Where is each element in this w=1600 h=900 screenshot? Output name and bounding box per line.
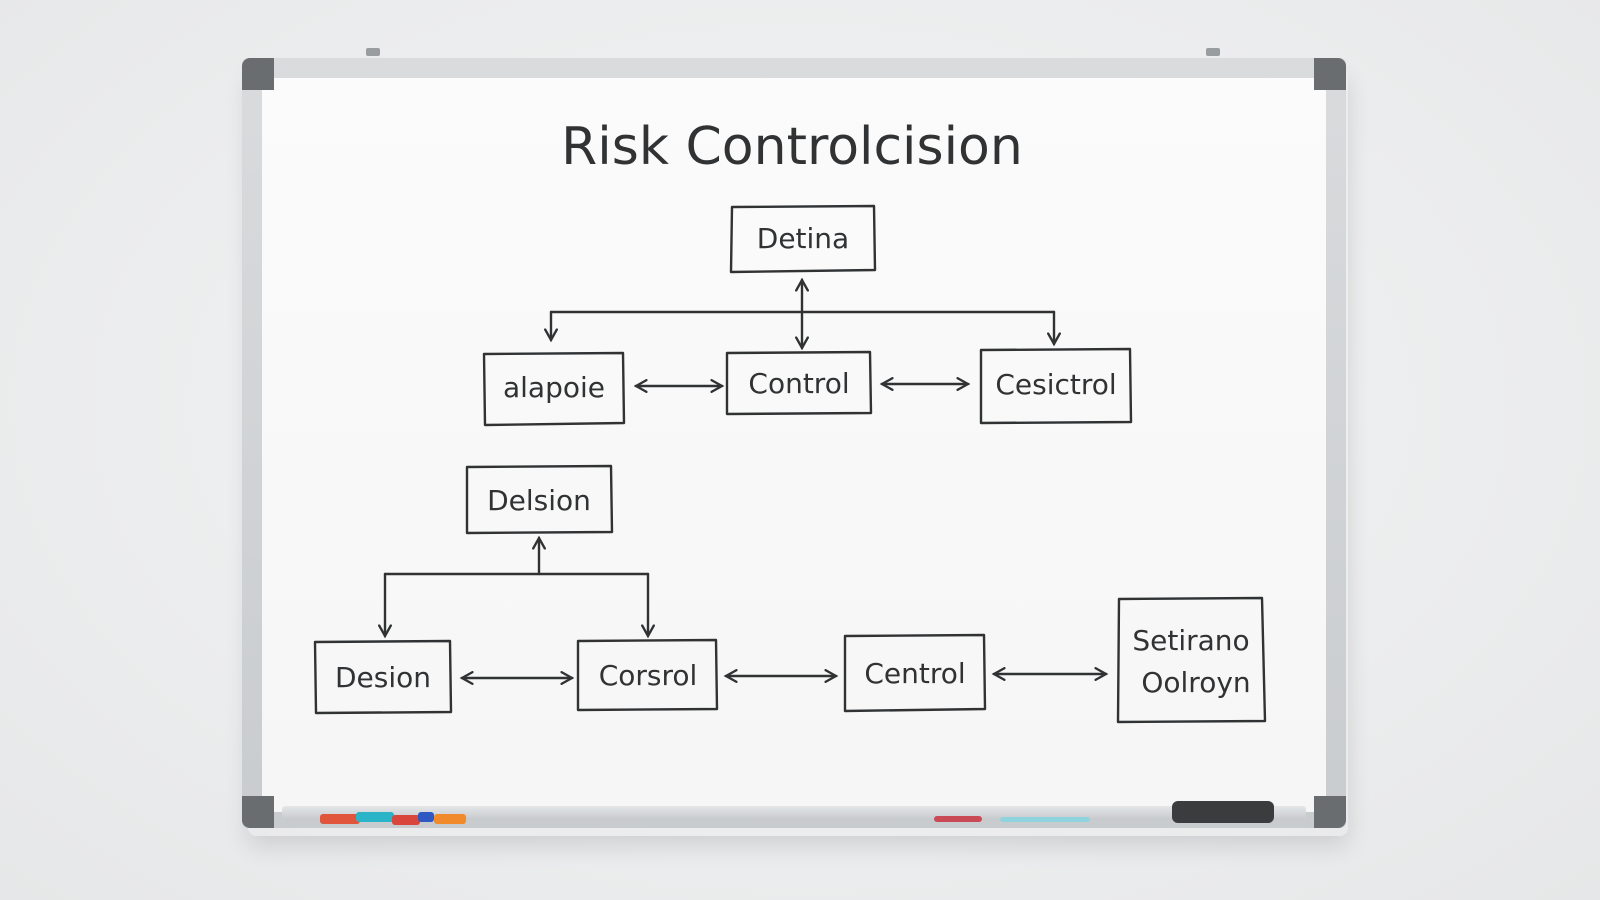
node-label-bottom-1: Desion bbox=[335, 661, 431, 694]
node-label-right-1: Cesictrol bbox=[995, 368, 1116, 401]
node-label-center-1: Control bbox=[748, 367, 849, 400]
node-label-bottom-2: Corsrol bbox=[599, 659, 698, 692]
hanging-hook bbox=[366, 48, 380, 56]
pen-on-tray[interactable] bbox=[934, 816, 982, 822]
red-marker[interactable] bbox=[392, 815, 420, 825]
node-box-top bbox=[729, 204, 877, 274]
node-label-decision: Delsion bbox=[487, 484, 591, 517]
frame-corner bbox=[1314, 796, 1346, 828]
red-marker[interactable] bbox=[320, 814, 360, 824]
node-label-bottom-3: Centrol bbox=[864, 657, 965, 690]
node-label-bottom-4-line1: Setirano bbox=[1132, 624, 1249, 657]
node-box-bottom-3 bbox=[843, 633, 987, 713]
node-box-bottom-1 bbox=[313, 639, 453, 715]
whiteboard-surface bbox=[262, 78, 1326, 812]
pen-on-tray[interactable] bbox=[1000, 817, 1090, 822]
frame-corner bbox=[242, 796, 274, 828]
frame-corner bbox=[242, 58, 274, 90]
node-box-bottom-4 bbox=[1116, 596, 1267, 724]
hanging-hook bbox=[1206, 48, 1220, 56]
orange-marker[interactable] bbox=[434, 814, 466, 824]
node-box-decision bbox=[465, 464, 614, 535]
node-box-left-1 bbox=[482, 351, 626, 427]
node-label-bottom-4-line2: Oolroyn bbox=[1141, 666, 1250, 699]
marker-tray bbox=[282, 806, 1306, 820]
node-box-bottom-2 bbox=[576, 638, 719, 712]
node-box-right-1 bbox=[979, 347, 1133, 425]
whiteboard-eraser[interactable] bbox=[1172, 801, 1274, 823]
board-title: Risk Controlcision bbox=[561, 117, 1023, 177]
node-label-left-1: alapoie bbox=[503, 371, 605, 404]
node-label-top: Detina bbox=[757, 222, 849, 255]
frame-corner bbox=[1314, 58, 1346, 90]
cyan-marker[interactable] bbox=[356, 812, 394, 822]
node-box-center-1 bbox=[725, 350, 873, 416]
blue-marker[interactable] bbox=[418, 812, 434, 822]
